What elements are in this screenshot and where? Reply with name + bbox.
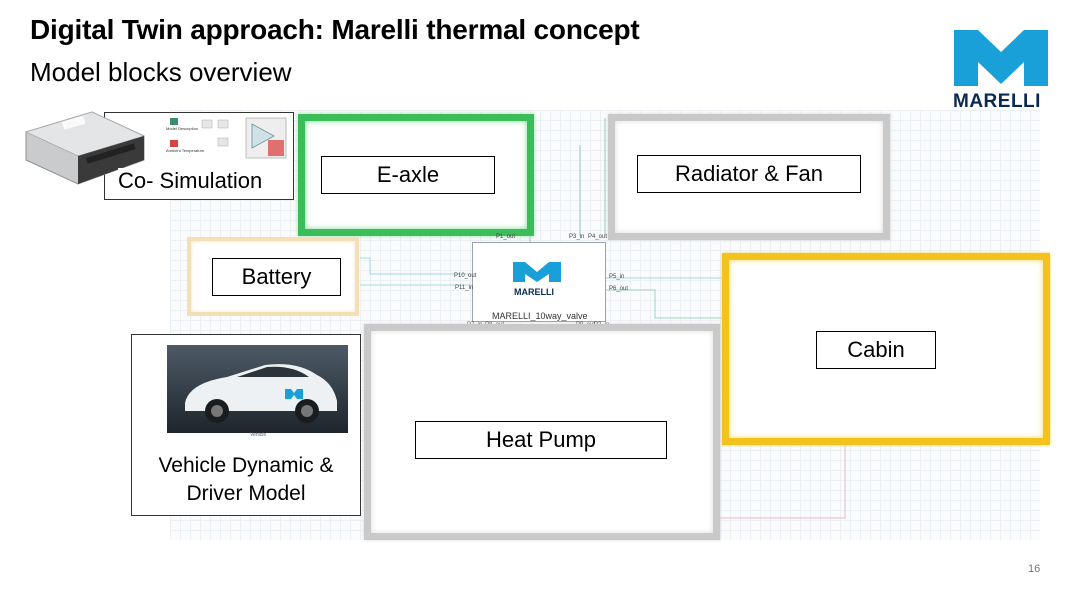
- valve-marelli-icon: [513, 262, 561, 282]
- marelli-logo: [954, 30, 1048, 86]
- palette-label-ambient: Ambient Temperature: [166, 148, 205, 153]
- eaxle-label: E-axle: [321, 156, 495, 194]
- port-p4-out: P4_out: [588, 234, 608, 240]
- vehicle-caption: Vehicle: [250, 432, 267, 438]
- port-p5-in: P5_in: [609, 274, 625, 280]
- vehicle-car-image: [167, 345, 348, 433]
- page-title: Digital Twin approach: Marelli thermal c…: [30, 14, 640, 45]
- cabin-label: Cabin: [816, 331, 936, 369]
- cosim-palette-icons: [170, 117, 287, 159]
- port-p11-in: P11_in: [455, 285, 474, 291]
- battery-label: Battery: [212, 258, 341, 296]
- port-p1-out: P1_out: [496, 234, 516, 240]
- vehicle-driver-label: Vehicle Dynamic & Driver Model: [131, 452, 361, 508]
- valve-logo-text: MARELLI: [514, 287, 554, 297]
- port-p3-in: P3_in: [569, 234, 585, 240]
- port-p6-out: P6_out: [609, 286, 629, 292]
- radiator-fan-label: Radiator & Fan: [637, 155, 861, 193]
- palette-label-model: Model Description: [166, 126, 199, 131]
- page-number: 16: [1028, 563, 1041, 575]
- cosim-label: Co- Simulation: [118, 168, 263, 194]
- ten-way-valve-block[interactable]: [472, 242, 606, 322]
- ecu-controller-icon: [24, 111, 146, 185]
- page-subtitle: Model blocks overview: [30, 57, 292, 87]
- marelli-logo-text: MARELLI: [953, 91, 1041, 112]
- port-p10-out: P10_out: [454, 273, 477, 279]
- valve-caption: MARELLI_10way_valve: [490, 311, 590, 321]
- heat-pump-label: Heat Pump: [415, 421, 667, 459]
- vehicle-label-line2: Driver Model: [186, 482, 306, 505]
- vehicle-label-line1: Vehicle Dynamic &: [158, 454, 334, 477]
